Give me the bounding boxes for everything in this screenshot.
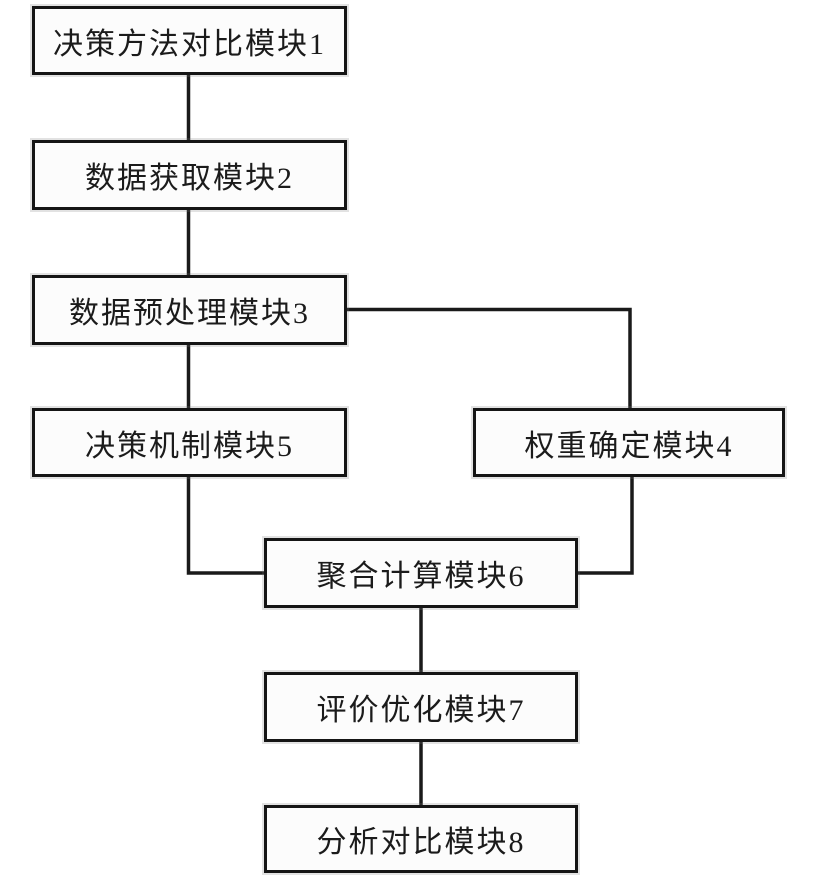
edge-module3-module4 xyxy=(347,307,632,409)
node-module-5-label: 决策机制模块5 xyxy=(85,429,294,463)
edge-module4-module6 xyxy=(578,476,634,575)
node-module-3-label: 数据预处理模块3 xyxy=(69,297,310,330)
node-module-2: 数据获取模块2 xyxy=(32,140,347,210)
node-module-6-label: 聚合计算模块6 xyxy=(316,560,526,593)
node-module-1-label: 决策方法对比模块1 xyxy=(53,27,326,61)
node-module-1: 决策方法对比模块1 xyxy=(32,6,347,75)
node-module-7: 评价优化模块7 xyxy=(264,672,578,742)
edge-module5-module6 xyxy=(186,476,264,575)
node-module-8-label: 分析对比模块8 xyxy=(316,826,526,859)
node-module-8: 分析对比模块8 xyxy=(264,805,578,873)
node-module-4: 权重确定模块4 xyxy=(473,408,785,477)
node-module-6: 聚合计算模块6 xyxy=(264,538,578,608)
node-module-4-label: 权重确定模块4 xyxy=(524,429,734,463)
node-module-5: 决策机制模块5 xyxy=(32,408,347,477)
node-module-2-label: 数据获取模块2 xyxy=(85,162,294,195)
node-module-3: 数据预处理模块3 xyxy=(32,275,347,345)
node-module-7-label: 评价优化模块7 xyxy=(316,694,526,727)
